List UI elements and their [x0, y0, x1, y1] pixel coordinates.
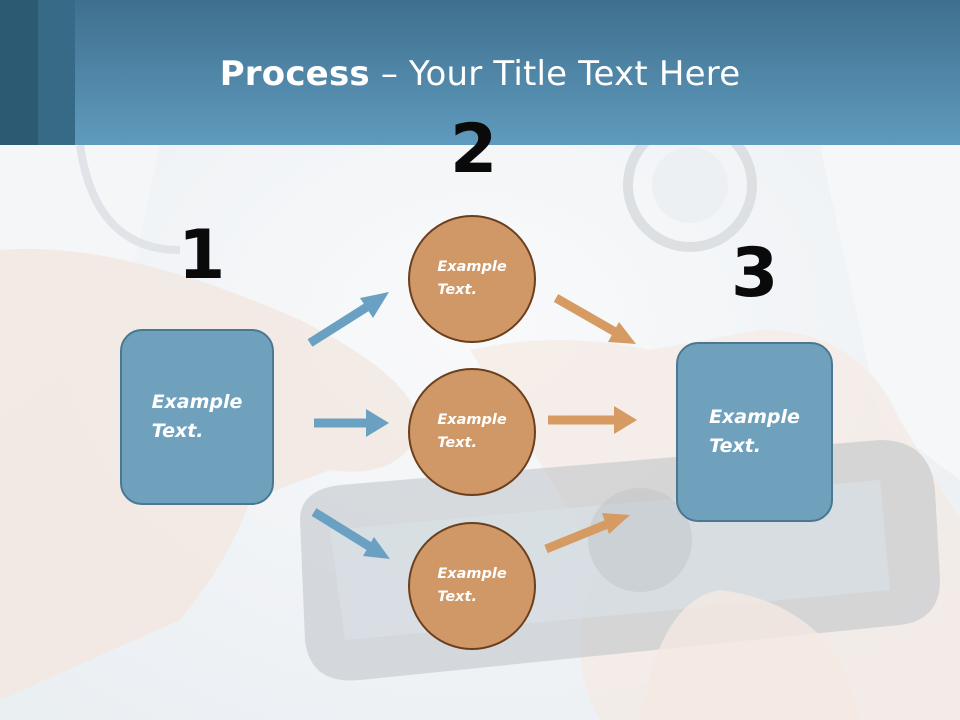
title-bar: Process – Your Title Text Here [0, 0, 960, 145]
slide-title: Process – Your Title Text Here [0, 54, 960, 94]
step-1-number: 1 [178, 216, 226, 295]
title-rest: – Your Title Text Here [369, 54, 741, 94]
title-bold: Process [219, 54, 370, 94]
step-2-number: 2 [450, 110, 498, 189]
title-bar-stripe [38, 0, 75, 145]
title-bar-stripe [0, 0, 38, 145]
step-3-number: 3 [731, 234, 779, 313]
